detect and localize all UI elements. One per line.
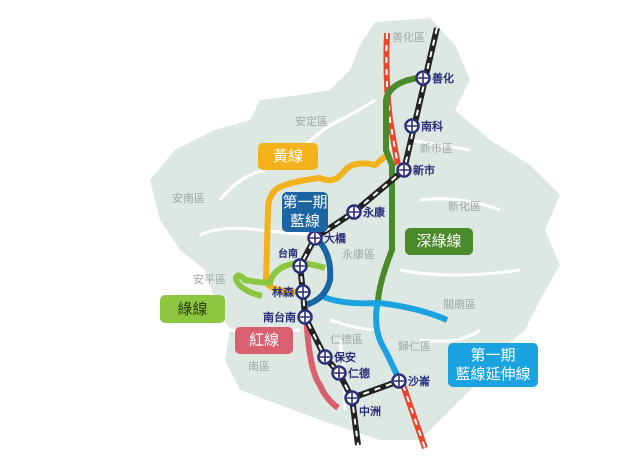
- red-line: [302, 304, 340, 411]
- district-label: 新化區: [448, 199, 481, 213]
- high-speed-rail: [383, 32, 428, 449]
- station-label: 善化: [432, 71, 454, 85]
- station-label: 新市: [413, 163, 435, 177]
- railway-station-icon-glyph: [295, 261, 305, 271]
- district-label: 安南區: [172, 191, 205, 205]
- station-label: 中洲: [359, 404, 381, 418]
- railway-station-icon-glyph: [394, 376, 404, 386]
- railway-station-icon-glyph: [347, 393, 357, 403]
- district-label: 關廟區: [443, 297, 476, 311]
- district-label: 歸仁區: [398, 339, 431, 353]
- district-label: 南區: [248, 360, 270, 373]
- railway-station-icon-glyph: [407, 121, 417, 131]
- station-label: 台南: [278, 247, 298, 260]
- station-label: 南科: [421, 119, 443, 133]
- district-label: 安定區: [295, 114, 328, 128]
- district-label: 仁德區: [330, 332, 363, 346]
- railway-station-icon-glyph: [298, 287, 308, 297]
- red-line-label: 紅線: [235, 327, 293, 354]
- station-label: 保安: [333, 350, 356, 364]
- green-line: [232, 260, 326, 299]
- railway-station-icon-glyph: [300, 312, 310, 322]
- railway-station-icon-glyph: [320, 352, 330, 362]
- railway-station-icon-glyph: [418, 73, 428, 83]
- station-label: 大橋: [324, 231, 347, 245]
- railway-station-icon-glyph: [349, 207, 359, 217]
- green-line-label: 綠線: [160, 295, 225, 323]
- railway-station-icon-glyph: [399, 165, 409, 175]
- blue-line-label: 第一期 藍線: [282, 192, 328, 232]
- railway-station-icon-glyph: [334, 368, 344, 378]
- blue-line-label-2: 藍線: [289, 212, 320, 230]
- blue-line-label-1: 第一期: [282, 193, 328, 211]
- district-label: 善化區: [392, 30, 425, 44]
- railway-station-icon-glyph: [310, 233, 320, 243]
- deep-green-line: [375, 75, 419, 301]
- yellow-line-label: 黃線: [258, 143, 318, 170]
- district-labels: 善化區 安定區 新市區 新化區 安南區 永康區 安平區 關廟區 仁德區 歸仁區 …: [172, 30, 481, 373]
- station-label: 林森: [272, 285, 295, 299]
- district-label: 新市區: [420, 141, 453, 155]
- station-label: 仁德: [348, 366, 370, 380]
- station-label: 南台南: [263, 310, 296, 324]
- station-label: 沙崙: [408, 374, 431, 388]
- district-label: 永康區: [342, 247, 375, 261]
- deep-green-line-label: 深綠線: [405, 228, 473, 255]
- blue-extension-label-1: 第一期: [470, 346, 516, 364]
- blue-extension-line-label: 第一期 藍線延伸線: [448, 343, 538, 387]
- district-label: 安平區: [193, 272, 226, 286]
- blue-extension-label-2: 藍線延伸線: [455, 365, 531, 383]
- station-label: 永康: [362, 205, 386, 219]
